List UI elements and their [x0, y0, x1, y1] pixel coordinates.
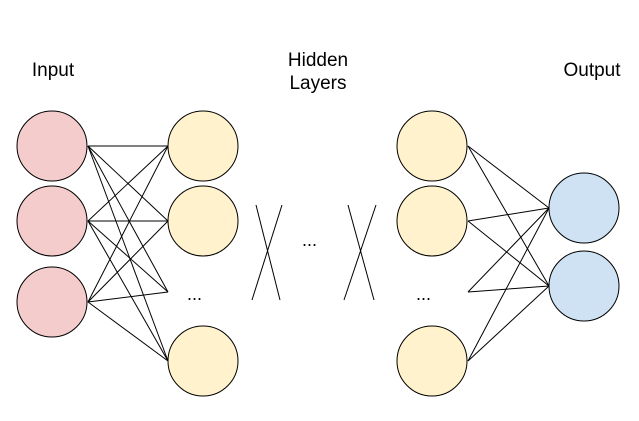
edge-hidden-4-to-output-1: [467, 207, 550, 362]
edge-input-3-to-hidden-4: [87, 301, 169, 362]
edge-input-3-to-hidden-2: [87, 220, 169, 303]
hidden-layers-label: Hidden Layers: [268, 49, 368, 95]
edge-input-2-to-hidden-3: [87, 220, 169, 293]
input-node-1: [16, 110, 88, 182]
cross-left-line-2: [251, 204, 283, 301]
hidden-last-node-3: [396, 325, 468, 397]
cross-left-line-1: [255, 204, 281, 301]
input-node-2: [16, 185, 88, 257]
output-node-2: [548, 250, 620, 322]
hidden-last-node-2: [396, 185, 468, 257]
cross-right-line-2: [343, 204, 377, 301]
edge-input-1-to-hidden-4: [87, 145, 169, 362]
hidden-last-node-1: [396, 110, 468, 182]
input-layer-label: Input: [31, 60, 75, 81]
edge-hidden-3-to-output-1: [467, 207, 550, 293]
hidden-label-line-2: Layers: [289, 73, 347, 94]
hidden-first-node-2: [167, 185, 239, 257]
edge-hidden-1-to-output-2: [467, 145, 550, 287]
edge-hidden-1-to-output-1: [467, 145, 550, 209]
hidden-first-node-1: [167, 110, 239, 182]
hidden-last-ellipsis: ...: [416, 284, 431, 304]
edge-input-1-to-hidden-3: [87, 145, 169, 293]
hidden-first-ellipsis: ...: [187, 284, 202, 304]
input-node-3: [16, 266, 88, 338]
edge-hidden-2-to-output-1: [467, 207, 550, 222]
hidden-first-node-3: [167, 325, 239, 397]
nodes: [16, 110, 620, 397]
connections: [87, 145, 550, 362]
edge-input-3-to-hidden-1: [87, 145, 169, 303]
edge-hidden-3-to-output-2: [467, 285, 550, 293]
edge-input-3-to-hidden-3: [87, 291, 169, 303]
cross-right-line-1: [347, 204, 375, 301]
output-layer-label: Output: [563, 60, 621, 81]
edge-input-2-to-hidden-4: [87, 220, 169, 362]
edge-hidden-2-to-output-2: [467, 220, 550, 287]
hidden-label-line-1: Hidden: [287, 50, 349, 71]
ellipses: .........: [187, 230, 431, 304]
edge-input-2-to-hidden-1: [87, 145, 169, 222]
hidden-middle-ellipsis: ...: [302, 230, 317, 250]
output-node-1: [548, 172, 620, 244]
edge-hidden-4-to-output-2: [467, 285, 550, 362]
